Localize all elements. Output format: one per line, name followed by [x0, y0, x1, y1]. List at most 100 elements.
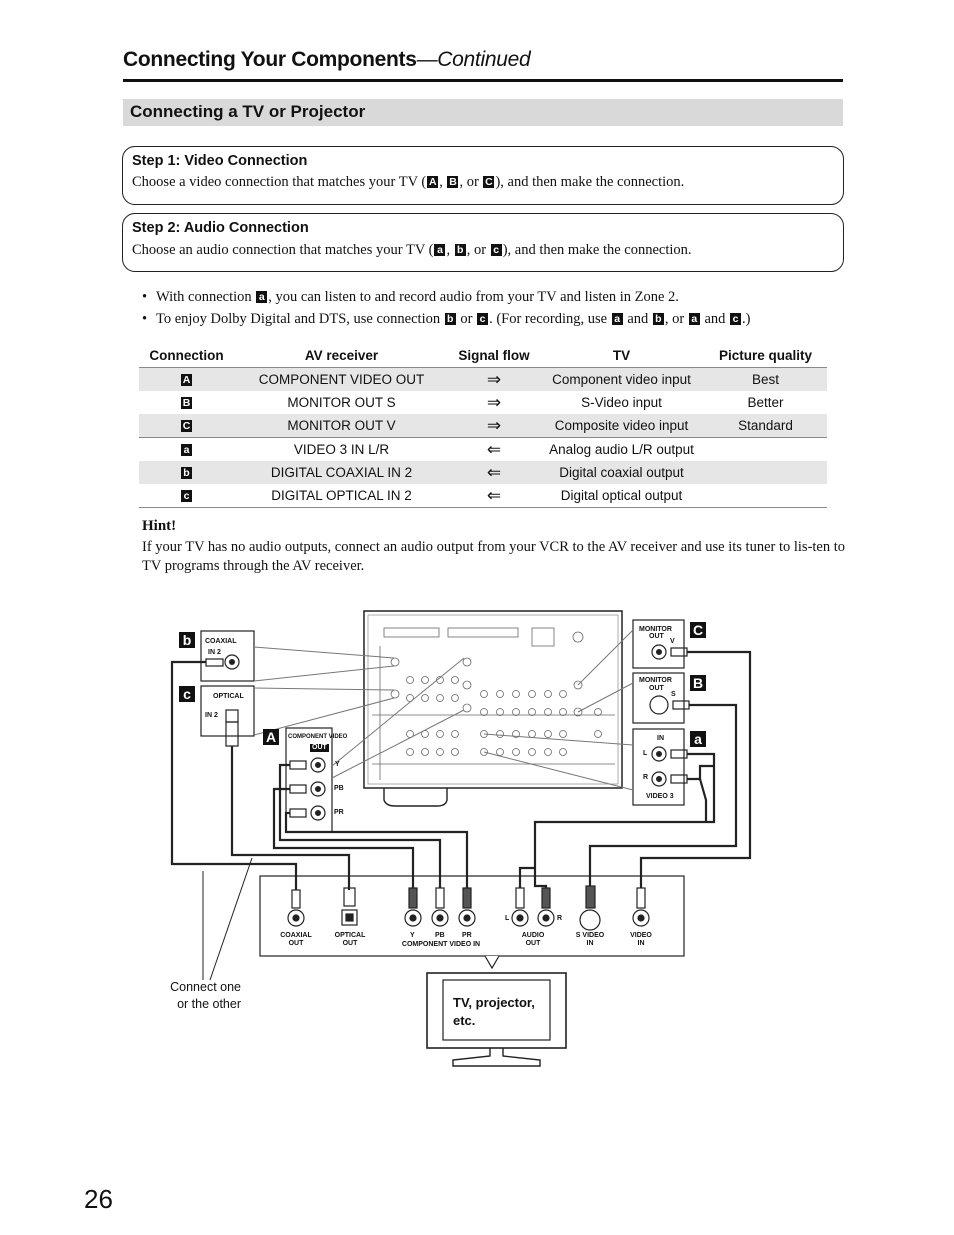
receiver-body — [363, 610, 623, 789]
tv-stand — [452, 1048, 541, 1067]
table-row: c DIGITAL OPTICAL IN 2 ⇐ Digital optical… — [139, 484, 827, 508]
cell-quality — [704, 484, 827, 508]
optical-label: OPTICAL — [213, 693, 244, 700]
monitor-v-label: MONITOR — [639, 626, 672, 633]
coaxial-in-box — [200, 630, 255, 682]
tag-A: A — [427, 176, 439, 188]
tag-b: b — [454, 244, 466, 256]
cell-receiver: COMPONENT VIDEO OUT — [234, 367, 449, 391]
conn-tag: b — [181, 467, 192, 479]
cell-receiver: DIGITAL OPTICAL IN 2 — [234, 484, 449, 508]
cell-tv: Digital coaxial output — [539, 461, 704, 484]
table-row: B MONITOR OUT S ⇒ S-Video input Better — [139, 391, 827, 414]
cell-receiver: VIDEO 3 IN L/R — [293, 442, 390, 457]
comp-pr-label: PR — [334, 809, 344, 816]
cell-quality: Best — [704, 367, 827, 391]
cell-flow: ⇐ — [486, 439, 502, 459]
step1-box: Step 1: Video Connection Choose a video … — [122, 146, 844, 205]
hint-heading: Hint! — [142, 518, 177, 534]
conn-tag: B — [181, 397, 192, 409]
tv-pb-label: PB — [435, 932, 445, 939]
component-video-label: COMPONENT VIDEO — [288, 734, 348, 740]
tv-r-label: R — [557, 915, 563, 922]
step1-text: Choose a video connection that matches y… — [132, 174, 685, 190]
cell-flow: ⇒ — [449, 414, 539, 438]
connection-table: Connection AV receiver Signal flow TV Pi… — [139, 343, 827, 508]
page-title: Connecting Your Components—Continued — [123, 48, 531, 71]
cell-tv: Component video input — [539, 367, 704, 391]
section-title: Connecting a TV or Projector — [130, 102, 366, 121]
optical-in-box — [200, 685, 255, 737]
tag-C: C — [483, 176, 495, 188]
col-header: AV receiver — [234, 343, 449, 368]
table-row: C MONITOR OUT V ⇒ Composite video input … — [139, 414, 827, 438]
section-band: Connecting a TV or Projector — [123, 99, 843, 126]
monitor-out-v-box — [632, 619, 685, 669]
step2-heading: Step 2: Audio Connection — [132, 220, 309, 236]
receiver-foot — [383, 788, 448, 807]
step1-heading: Step 1: Video Connection — [132, 153, 308, 169]
cell-receiver: MONITOR OUT S — [287, 395, 396, 410]
cell-tv: Composite video input — [539, 414, 704, 438]
tv-l-label: L — [505, 915, 510, 922]
tv-label: TV, projector,etc. — [453, 995, 535, 1028]
tv-rear-panel — [259, 875, 685, 957]
cell-flow: ⇐ — [449, 461, 539, 484]
table-row: b DIGITAL COAXIAL IN 2 ⇐ Digital coaxial… — [139, 461, 827, 484]
cell-tv: Analog audio L/R output — [549, 442, 694, 457]
tv-component-label: COMPONENT VIDEO IN — [401, 941, 481, 948]
cell-receiver: DIGITAL COAXIAL IN 2 — [234, 461, 449, 484]
optical-in2-label: IN 2 — [205, 712, 218, 719]
hint-text: If your TV has no audio outputs, connect… — [142, 539, 846, 574]
monitor-v-v: V — [670, 638, 675, 645]
video3-l-label: L — [643, 750, 648, 757]
diagram-tag-b: b — [179, 632, 195, 648]
monitor-v-out: OUT — [649, 633, 664, 640]
monitor-s-out: OUT — [649, 685, 664, 692]
tag-c: c — [490, 244, 502, 256]
diagram-tag-B: B — [690, 675, 706, 691]
diagram-tag-C: C — [690, 622, 706, 638]
page-number: 26 — [84, 1184, 113, 1214]
diagram-tag-a: a — [690, 731, 706, 747]
component-out-label: OUT — [310, 744, 329, 752]
conn-tag: c — [181, 490, 192, 502]
bullet-2: To enjoy Dolby Digital and DTS, use conn… — [142, 311, 751, 333]
tag-B: B — [447, 176, 459, 188]
comp-y-label: Y — [335, 761, 340, 768]
diagram-tag-c: c — [179, 686, 195, 702]
video3-in-label: IN — [657, 735, 664, 742]
title-rule — [123, 79, 843, 82]
step2-text: Choose an audio connection that matches … — [132, 242, 692, 258]
bullet-1: With connection a, you can listen to and… — [142, 289, 751, 311]
col-header: Picture quality — [704, 343, 827, 368]
col-header: Signal flow — [449, 343, 539, 368]
video3-in-box — [632, 728, 685, 806]
conn-tag: A — [181, 374, 192, 386]
cell-quality — [704, 461, 827, 484]
tag-a: a — [434, 244, 446, 256]
video3-r-label: R — [643, 774, 649, 781]
monitor-s-s: S — [671, 691, 676, 698]
cell-flow: ⇒ — [486, 392, 502, 412]
cell-tv: S-Video input — [581, 395, 662, 410]
tv-screen — [426, 972, 567, 1049]
table-row: a VIDEO 3 IN L/R ⇐ Analog audio L/R outp… — [139, 438, 827, 462]
cell-receiver: MONITOR OUT V — [234, 414, 449, 438]
monitor-s-label: MONITOR — [639, 677, 672, 684]
cables — [170, 650, 752, 890]
cell-quality: Better — [747, 395, 784, 410]
conn-tag: C — [181, 420, 192, 432]
coaxial-label: COAXIAL — [205, 638, 237, 645]
bullet-list: With connection a, you can listen to and… — [142, 289, 751, 333]
table-row: A COMPONENT VIDEO OUT ⇒ Component video … — [139, 367, 827, 391]
col-header: Connection — [139, 343, 234, 368]
comp-pb-label: PB — [334, 785, 344, 792]
